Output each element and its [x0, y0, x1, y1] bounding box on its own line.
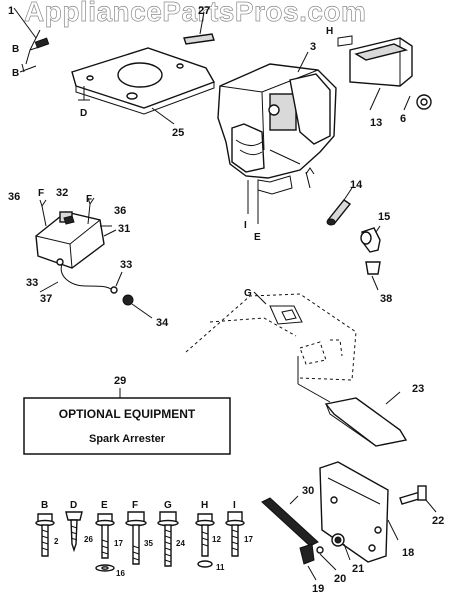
fastener-row	[35, 511, 245, 572]
callout-25: 25	[172, 127, 184, 139]
callout-15: 15	[378, 211, 390, 223]
letter-e: E	[254, 232, 261, 243]
part-37-fuel-line	[39, 258, 123, 294]
part-14-bolt	[326, 187, 353, 226]
letter-g: G	[244, 288, 252, 299]
part-27-strip	[183, 11, 215, 45]
callout-numbers: 1 27 3 13 6 25 14 15 38 32 36 36 31 33 3…	[8, 5, 444, 595]
fastener-f-label: F	[132, 500, 138, 511]
callout-27: 27	[198, 5, 210, 17]
chassis-section	[185, 291, 357, 403]
callout-33-right: 33	[120, 259, 132, 271]
callout-14: 14	[350, 179, 363, 191]
part-25-mount-plate	[71, 47, 216, 125]
callout-17-right: 17	[244, 535, 253, 544]
callout-16: 16	[116, 569, 125, 578]
letter-f-right: F	[86, 194, 92, 205]
callout-23: 23	[412, 383, 424, 395]
part-13-muffler	[337, 35, 413, 111]
callout-1: 1	[8, 5, 14, 17]
fastener-h-label: H	[201, 500, 208, 511]
optional-equipment-box: OPTIONAL EQUIPMENT Spark Arrester	[23, 388, 231, 455]
callout-34: 34	[156, 317, 169, 329]
callout-11: 11	[216, 563, 225, 572]
callout-33-left: 33	[26, 277, 38, 289]
part-30-strip	[261, 495, 319, 547]
callout-3: 3	[310, 41, 316, 53]
callout-31: 31	[118, 223, 130, 235]
callout-32: 32	[56, 187, 68, 199]
watermark: AppliancePartsPros.com	[24, 0, 367, 27]
part-23-bracket	[324, 391, 408, 447]
callout-2: 2	[54, 537, 59, 546]
fastener-g-label: G	[164, 500, 172, 511]
callout-29: 29	[114, 375, 126, 387]
callout-24: 24	[176, 539, 185, 548]
letter-i: I	[244, 220, 247, 231]
letter-b-lower: B	[12, 68, 19, 79]
callout-36-left: 36	[8, 191, 20, 203]
part-22-bolt	[399, 485, 437, 513]
part-3-engine	[217, 51, 337, 224]
fastener-d-label: D	[70, 500, 77, 511]
callout-35: 35	[144, 539, 153, 548]
callout-20: 20	[334, 573, 346, 585]
part-1-wire-ties	[13, 7, 50, 73]
callout-37: 37	[40, 293, 52, 305]
callout-17-left: 17	[114, 539, 123, 548]
callout-22: 22	[432, 515, 444, 527]
part-19-21-hardware	[299, 533, 351, 581]
optional-equipment-title: OPTIONAL EQUIPMENT	[59, 407, 196, 421]
callout-6: 6	[400, 113, 406, 125]
part-6-nut	[403, 94, 432, 111]
part-18-panel	[319, 461, 399, 563]
part-31-tank-cover	[35, 197, 117, 269]
optional-equipment-subtitle: Spark Arrester	[89, 433, 166, 445]
letter-b-upper: B	[12, 44, 19, 55]
callout-38: 38	[380, 293, 392, 305]
letter-d: D	[80, 108, 87, 119]
callout-30: 30	[302, 485, 314, 497]
part-15-elbow	[360, 225, 381, 253]
fastener-i-label: I	[233, 500, 236, 511]
callout-36-right: 36	[114, 205, 126, 217]
fastener-e-label: E	[101, 500, 108, 511]
callout-21: 21	[352, 563, 364, 575]
callout-26: 26	[84, 535, 93, 544]
callout-18: 18	[402, 547, 414, 559]
letter-h: H	[326, 26, 333, 37]
part-34-nut	[122, 294, 153, 319]
reference-letters: B B D F F I E G H B D E F G H I	[12, 26, 333, 511]
callout-13: 13	[370, 117, 382, 129]
part-38-fitting	[365, 261, 381, 291]
fastener-b-label: B	[41, 500, 48, 511]
callout-19: 19	[312, 583, 324, 595]
callout-12: 12	[212, 535, 221, 544]
letter-f-left: F	[38, 188, 44, 199]
